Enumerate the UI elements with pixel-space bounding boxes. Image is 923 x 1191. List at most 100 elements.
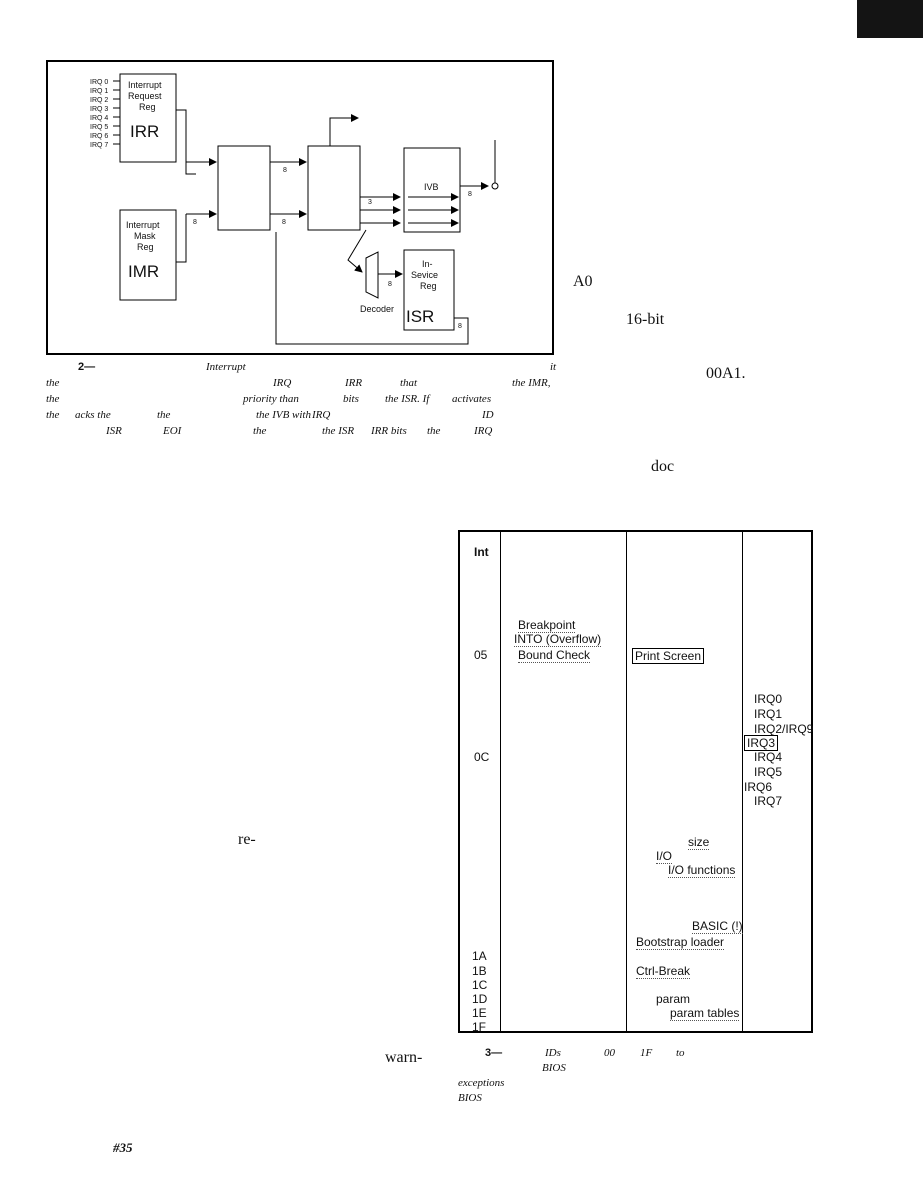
isr-caption-line: Reg	[420, 281, 437, 291]
caption-3-word: BIOS	[542, 1062, 566, 1074]
irq-label: IRQ 7	[90, 142, 108, 149]
irr-caption-line: Request	[128, 91, 162, 101]
table-cell: INTO (Overflow)	[514, 632, 602, 647]
bus-width: 8	[388, 281, 392, 288]
ivb-label: IVB	[424, 182, 439, 192]
table-cell: BASIC (!)	[692, 919, 743, 934]
table-header-int: Int	[474, 545, 489, 559]
imr-register-box	[119, 209, 177, 301]
irq-label: IRQ 2	[90, 97, 108, 104]
irr-abbrev: IRR	[130, 122, 159, 141]
pic-diagram-svg: IRQ 0 IRQ 1 IRQ 2 IRQ 3 IRQ 4 IRQ 5 IRQ …	[90, 73, 499, 345]
table-cell: I/O	[656, 849, 673, 864]
isr-caption-line: Sevice	[411, 270, 438, 280]
table-divider	[742, 532, 743, 1031]
decoder-shape	[365, 251, 379, 299]
irq-label: IRQ 1	[90, 88, 108, 95]
body-text-fragment: 16-bit	[626, 311, 665, 328]
isr-caption-line: In-	[422, 259, 433, 269]
imr-caption-line: Interrupt	[126, 220, 160, 230]
caption-2-word: EOI	[163, 425, 182, 437]
bus-width: 8	[458, 323, 462, 330]
imr-caption-line: Mask	[134, 231, 156, 241]
table-cell-irq: IRQ2/IRQ9	[754, 722, 814, 736]
table-cell-irq: IRQ4	[754, 750, 783, 764]
isr-register-box	[403, 249, 455, 331]
caption-2-word: bits	[343, 393, 359, 405]
figure-3-interrupt-table: Int Breakpoint INTO (Overflow) 05 Bound …	[458, 530, 814, 1034]
bus-width: 8	[282, 219, 286, 226]
caption-2-word: IRQ	[474, 425, 493, 437]
table-cell-id: 05	[474, 648, 488, 662]
table-divider	[626, 532, 627, 1031]
table-cell-irq: IRQ1	[754, 707, 783, 721]
table-cell: I/O functions	[668, 863, 736, 878]
irr-caption-line: Interrupt	[128, 80, 162, 90]
caption-2-word: the	[46, 409, 60, 421]
page-reference: #35	[113, 1140, 133, 1155]
imr-caption-line: Reg	[137, 242, 154, 252]
irr-caption-line: Reg	[139, 102, 156, 112]
table-cell-id: 1F	[472, 1020, 487, 1034]
table-cell: param tables	[670, 1006, 740, 1021]
table-cell-id: 1A	[472, 949, 487, 963]
table-cell: Breakpoint	[518, 618, 576, 633]
table-cell-id: 1E	[472, 1006, 487, 1020]
caption-2-word: that	[400, 377, 418, 389]
caption-2-word: the ISR	[322, 425, 355, 437]
caption-2-word: the	[427, 425, 441, 437]
caption-2-word: the	[46, 393, 60, 405]
table-cell: size	[688, 835, 710, 850]
irq-label: IRQ 4	[90, 115, 108, 122]
table-cell: Bound Check	[518, 648, 591, 663]
bus-width: 8	[283, 167, 287, 174]
caption-2-word: IRR	[345, 377, 363, 389]
caption-2-word: IRR bits	[371, 425, 407, 437]
caption-3-word: 00	[604, 1047, 615, 1059]
irr-register-box	[119, 73, 177, 163]
caption-2-word: IRQ	[312, 409, 331, 421]
table-cell-irq: IRQ3	[744, 735, 779, 751]
table-cell: Ctrl-Break	[636, 964, 691, 979]
table-cell-irq: IRQ6	[744, 780, 773, 794]
irq-label: IRQ 3	[90, 106, 108, 113]
figure-2-number: 2—	[78, 361, 96, 373]
bus-width: 8	[193, 219, 197, 226]
caption-2-word: the ISR. If	[385, 393, 430, 405]
body-text-fragment: 00A1.	[706, 365, 746, 382]
caption-2-word: ISR	[106, 425, 122, 437]
figure-2-pic-block-diagram: IRQ 0 IRQ 1 IRQ 2 IRQ 3 IRQ 4 IRQ 5 IRQ …	[46, 60, 554, 355]
corner-print-mark	[857, 0, 923, 38]
body-text-fragment: doc	[651, 458, 675, 475]
priority-logic-a	[217, 145, 271, 231]
table-cell-id: 1D	[472, 992, 488, 1006]
caption-3-word: to	[676, 1047, 685, 1059]
caption-3-word: BIOS	[458, 1092, 482, 1104]
caption-3-word: exceptions	[458, 1077, 505, 1089]
irq-input-labels: IRQ 0 IRQ 1 IRQ 2 IRQ 3 IRQ 4 IRQ 5 IRQ …	[90, 79, 108, 149]
caption-2-word: the	[253, 425, 267, 437]
irq-label: IRQ 6	[90, 133, 108, 140]
bus-width: 8	[468, 191, 472, 198]
caption-2-word: priority than	[243, 393, 299, 405]
table-cell: Print Screen	[632, 648, 705, 664]
caption-2-word: IRQ	[273, 377, 292, 389]
priority-logic-b	[307, 145, 361, 231]
table-divider	[500, 532, 501, 1031]
caption-2-word: the IVB with	[256, 409, 311, 421]
isr-abbrev: ISR	[406, 307, 434, 326]
caption-2-word: acks the	[75, 409, 111, 421]
table-cell-id: 0C	[474, 750, 490, 764]
table-cell-id: 1C	[472, 978, 488, 992]
irq-label: IRQ 0	[90, 79, 108, 86]
table-cell: param	[656, 992, 691, 1006]
imr-abbrev: IMR	[128, 262, 159, 281]
bus-width: 3	[368, 199, 372, 206]
caption-2-word: ID	[482, 409, 494, 421]
body-text-fragment: A0	[573, 273, 593, 290]
table-cell-irq: IRQ5	[754, 765, 783, 779]
table-cell: Bootstrap loader	[636, 935, 725, 950]
body-text-fragment: warn-	[385, 1049, 423, 1066]
caption-3-word: IDs	[545, 1047, 561, 1059]
table-cell-id: 1B	[472, 964, 487, 978]
